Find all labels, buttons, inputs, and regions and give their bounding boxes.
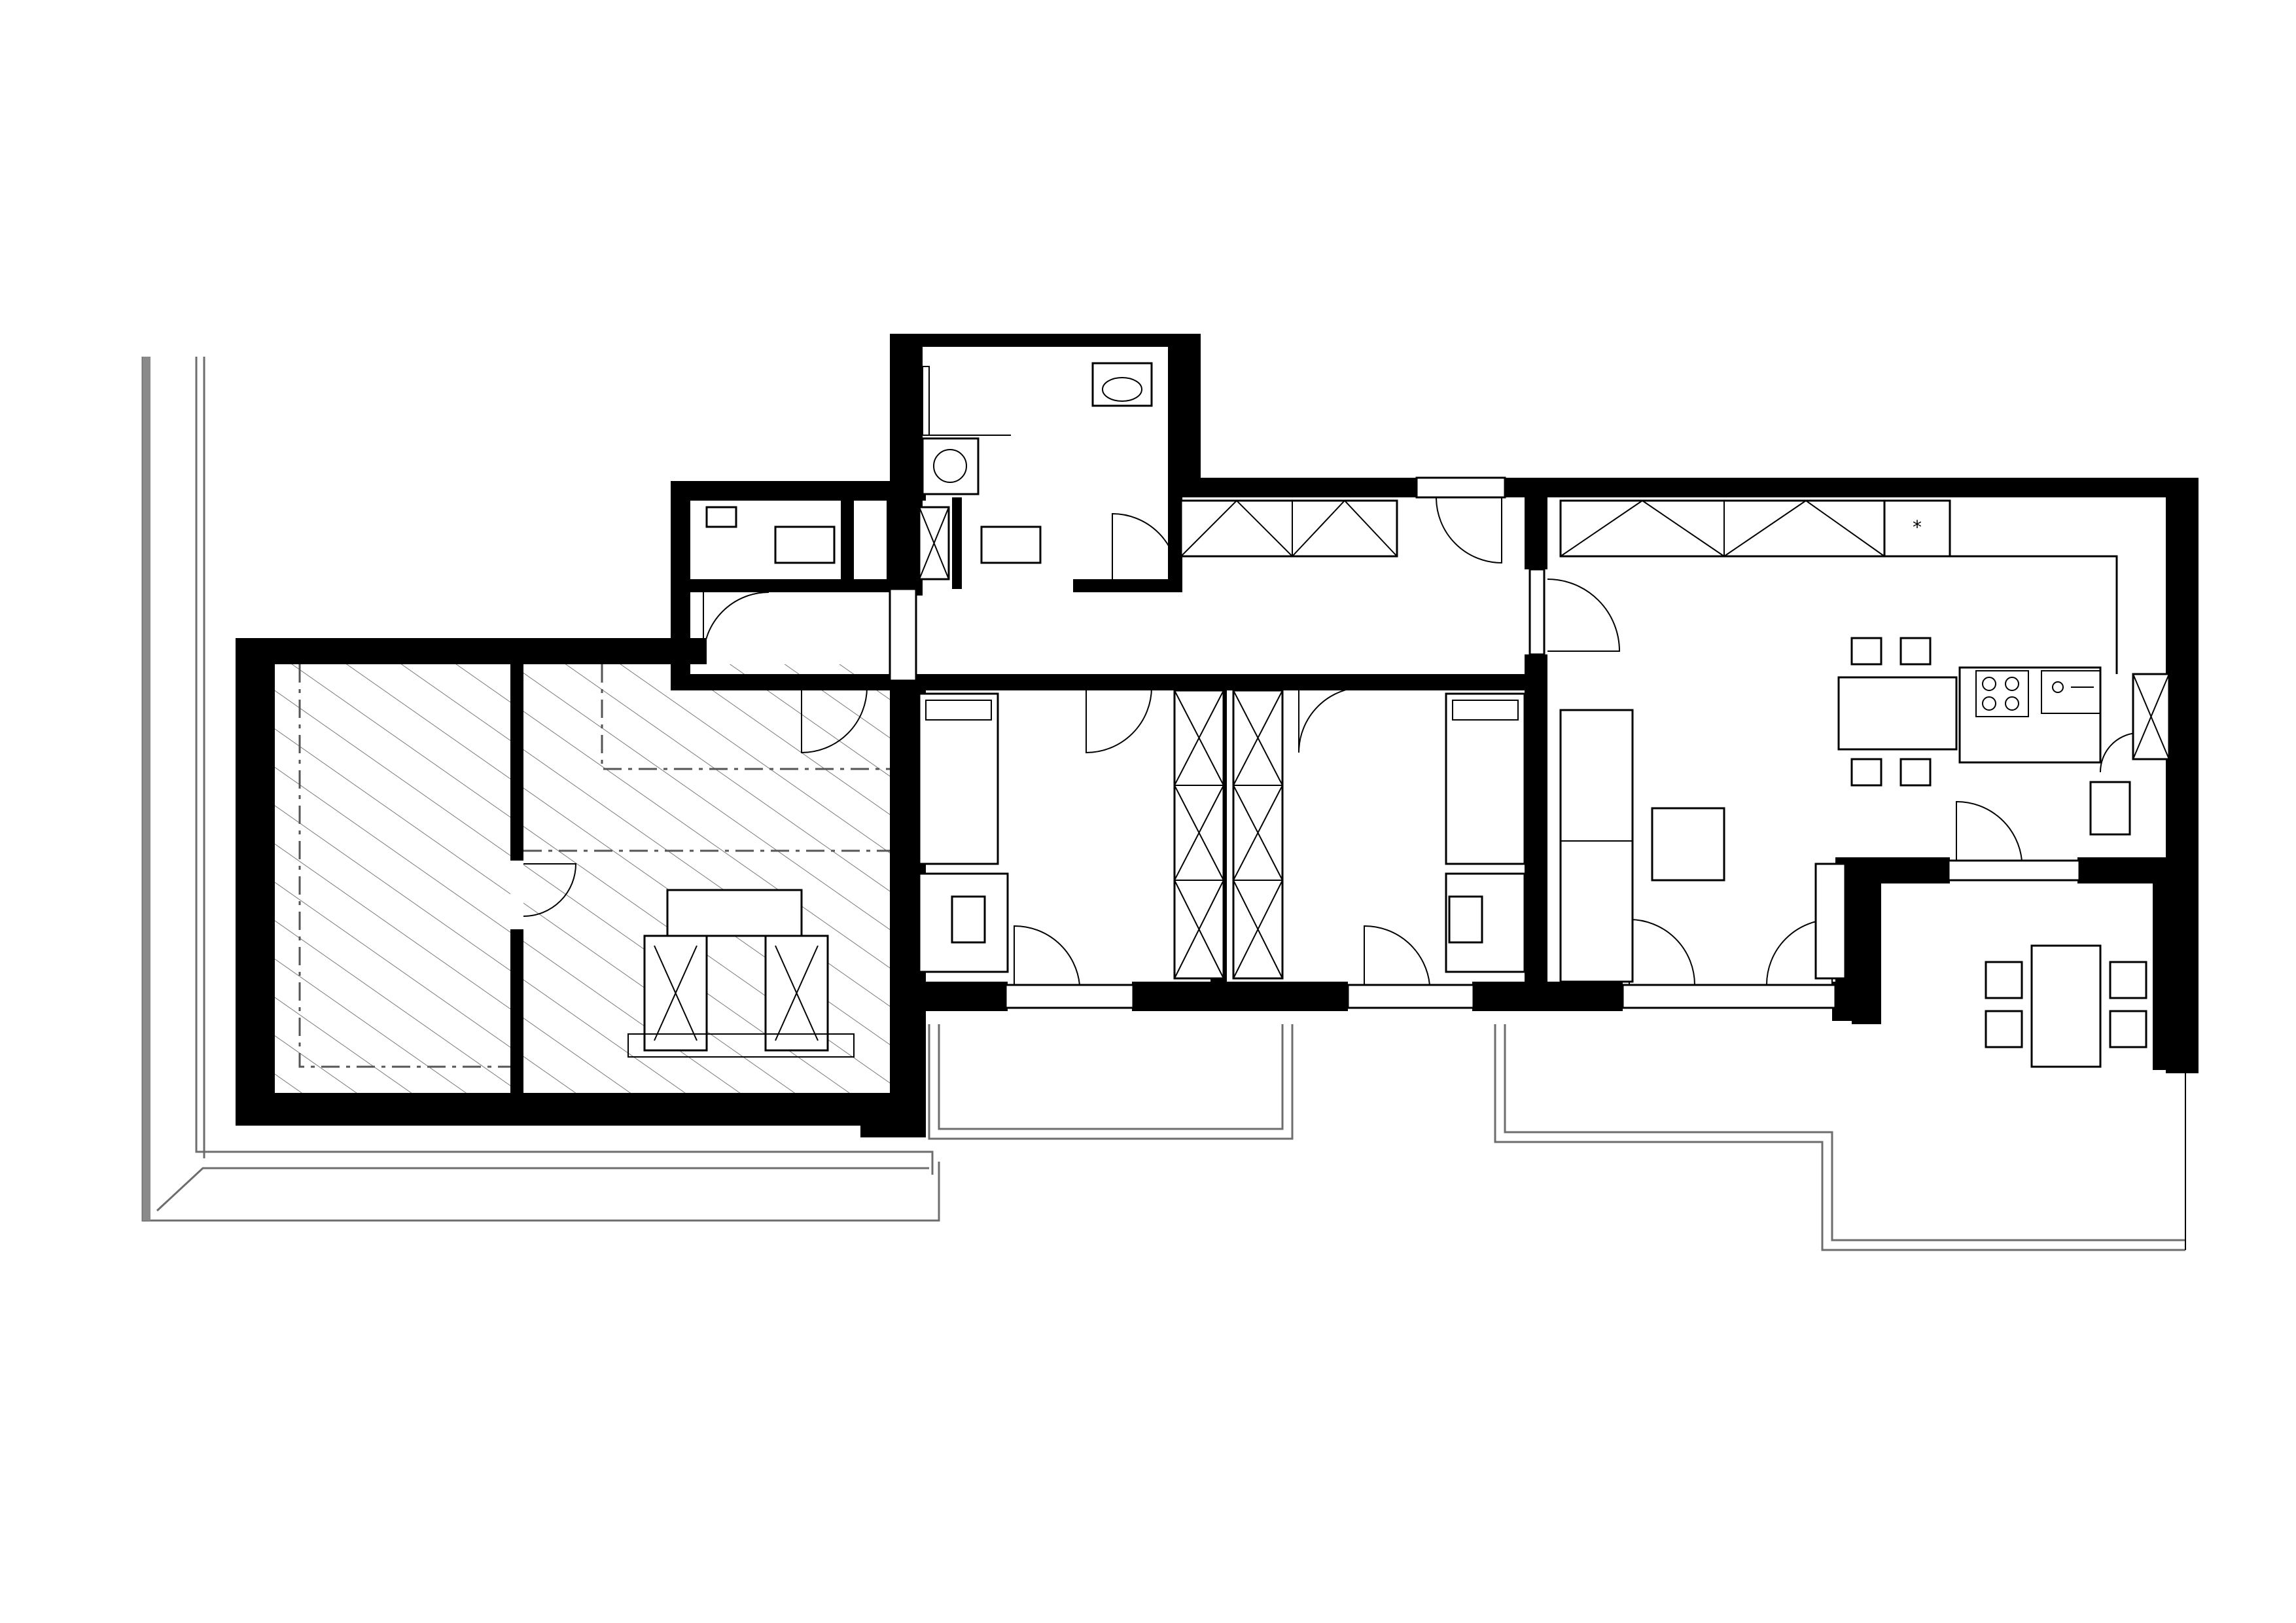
dining-table (1837, 637, 1958, 787)
hatched-area (275, 664, 890, 1093)
door-swing-icon (1298, 687, 1365, 753)
door-swing-icon (2099, 732, 2137, 773)
door-swing-icon (1364, 925, 1430, 986)
door-swing-icon (523, 863, 577, 917)
svg-text:*: * (1913, 516, 1922, 538)
armchair-icon (1814, 863, 1846, 980)
loggia-furniture (1985, 944, 2147, 1068)
desk-chair-icon (2089, 781, 2131, 836)
washbasin-icon (1091, 362, 1153, 407)
sofa-icon (1559, 709, 1634, 983)
door-swing-icon (801, 687, 868, 754)
door-swing-icon (1547, 579, 1621, 652)
chair-icon (1899, 637, 1932, 666)
door-swing-icon (1014, 925, 1080, 986)
table-icon (1837, 676, 1958, 751)
wardrobes: * (918, 499, 2170, 980)
balcony (928, 1024, 2186, 1251)
sink-icon (2041, 670, 2101, 714)
door-swing-icon (703, 592, 769, 658)
bedroom-furniture (918, 692, 1526, 973)
door-swing-icon (1086, 687, 1152, 754)
terrace-left (141, 357, 940, 1222)
chair-icon (2109, 1010, 2147, 1048)
chair-icon (2109, 961, 2147, 999)
wet-rooms (705, 362, 1153, 564)
kitchen (1561, 555, 2118, 764)
chair-icon (1850, 637, 1882, 666)
living-area (1559, 709, 2131, 983)
toilet-icon (774, 526, 836, 564)
toilet-icon (980, 526, 1042, 564)
door-swing-icon (1629, 918, 1695, 986)
table-icon (2030, 944, 2102, 1068)
door-swing-icon (1112, 512, 1178, 580)
wardrobe-icon (1559, 499, 1886, 558)
hatched-room-furniture (627, 889, 855, 1058)
chair-icon (1985, 1010, 2023, 1048)
chair-icon (1850, 758, 1882, 787)
wardrobe-icon (1232, 689, 1284, 980)
wardrobe-icon (1180, 499, 1398, 558)
table-icon (1651, 807, 1725, 882)
windows (889, 476, 2081, 1009)
chair-icon (1899, 758, 1932, 787)
bed-icon (1445, 692, 1526, 865)
desk-chair-icon (951, 895, 986, 944)
desk-chair-icon (1448, 895, 1483, 944)
cooktop-icon (1975, 670, 2029, 717)
chair-icon (1985, 961, 2023, 999)
door-swing-icon (1956, 800, 2022, 861)
washbasin-icon (705, 506, 737, 528)
door-swings (523, 497, 2137, 986)
wardrobe-icon (1173, 689, 1225, 980)
washing-machine-icon (921, 437, 980, 495)
bed-icon (918, 692, 999, 865)
door-swing-icon (1436, 497, 1502, 564)
